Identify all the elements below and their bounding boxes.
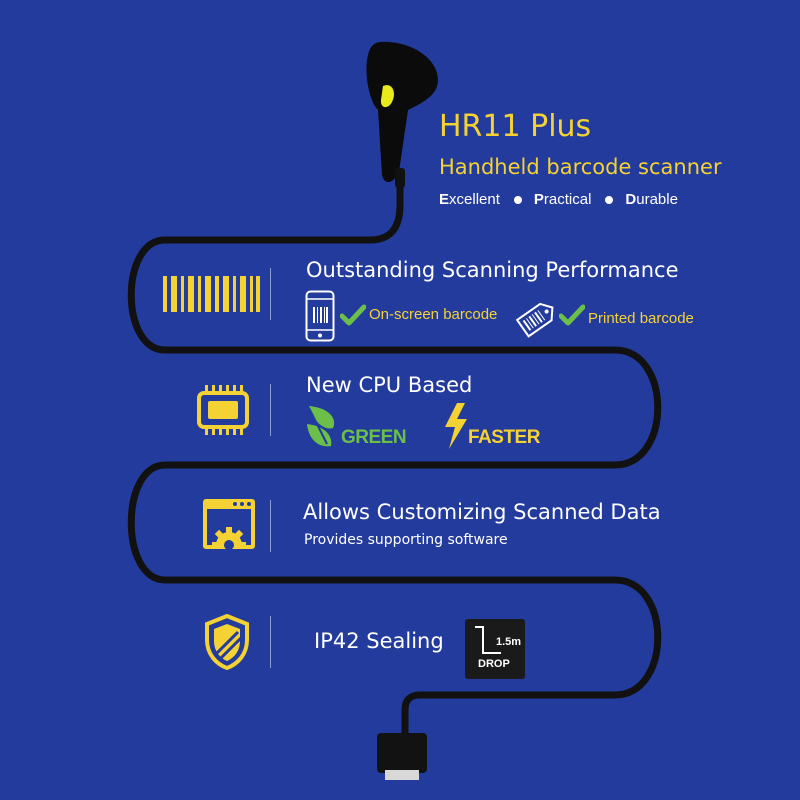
lightning-icon xyxy=(445,403,467,449)
feature-custom-title: Allows Customizing Scanned Data xyxy=(303,500,661,524)
printed-barcode-label: Printed barcode xyxy=(588,310,694,327)
tag-barcode-icon xyxy=(515,302,554,338)
check-icon xyxy=(340,304,366,326)
separator xyxy=(270,268,271,320)
separator xyxy=(270,500,271,552)
bullet-dot xyxy=(513,195,522,204)
bullet-dot xyxy=(605,195,614,204)
separator xyxy=(270,384,271,436)
check-icon xyxy=(559,304,585,326)
green-label: GREEN xyxy=(341,427,407,448)
faster-label: FASTER xyxy=(468,427,540,448)
usb-connector-icon xyxy=(377,733,427,780)
phone-barcode-icon xyxy=(305,290,335,342)
barcode-icon xyxy=(163,276,260,312)
onscreen-barcode-label: On-screen barcode xyxy=(369,306,498,323)
feature-cpu-title: New CPU Based xyxy=(306,373,473,397)
tag-excellent: Excellent xyxy=(439,191,500,208)
tag-durable: Durable xyxy=(625,191,678,208)
product-tags: Excellent Practical Durable xyxy=(439,192,678,207)
feature-custom-subtitle: Provides supporting software xyxy=(304,532,508,548)
tag-practical: Practical xyxy=(533,191,592,208)
cable-path xyxy=(127,181,662,739)
drop-arrow-icon xyxy=(475,626,501,654)
product-title: HR11 Plus xyxy=(439,109,592,144)
feature-sealing-title: IP42 Sealing xyxy=(314,629,444,653)
feature-scanning-title: Outstanding Scanning Performance xyxy=(306,258,679,282)
product-subtitle: Handheld barcode scanner xyxy=(439,155,722,179)
drop-icon: 1.5m DROP xyxy=(465,619,525,679)
cpu-chip-icon xyxy=(197,385,249,435)
separator xyxy=(270,616,271,668)
leaf-icon xyxy=(307,406,335,447)
shield-icon xyxy=(205,614,249,670)
drop-height-label: 1.5m xyxy=(496,636,522,648)
scanner-icon xyxy=(366,41,438,188)
drop-label: DROP xyxy=(478,658,510,670)
software-window-gear-icon xyxy=(203,499,255,549)
